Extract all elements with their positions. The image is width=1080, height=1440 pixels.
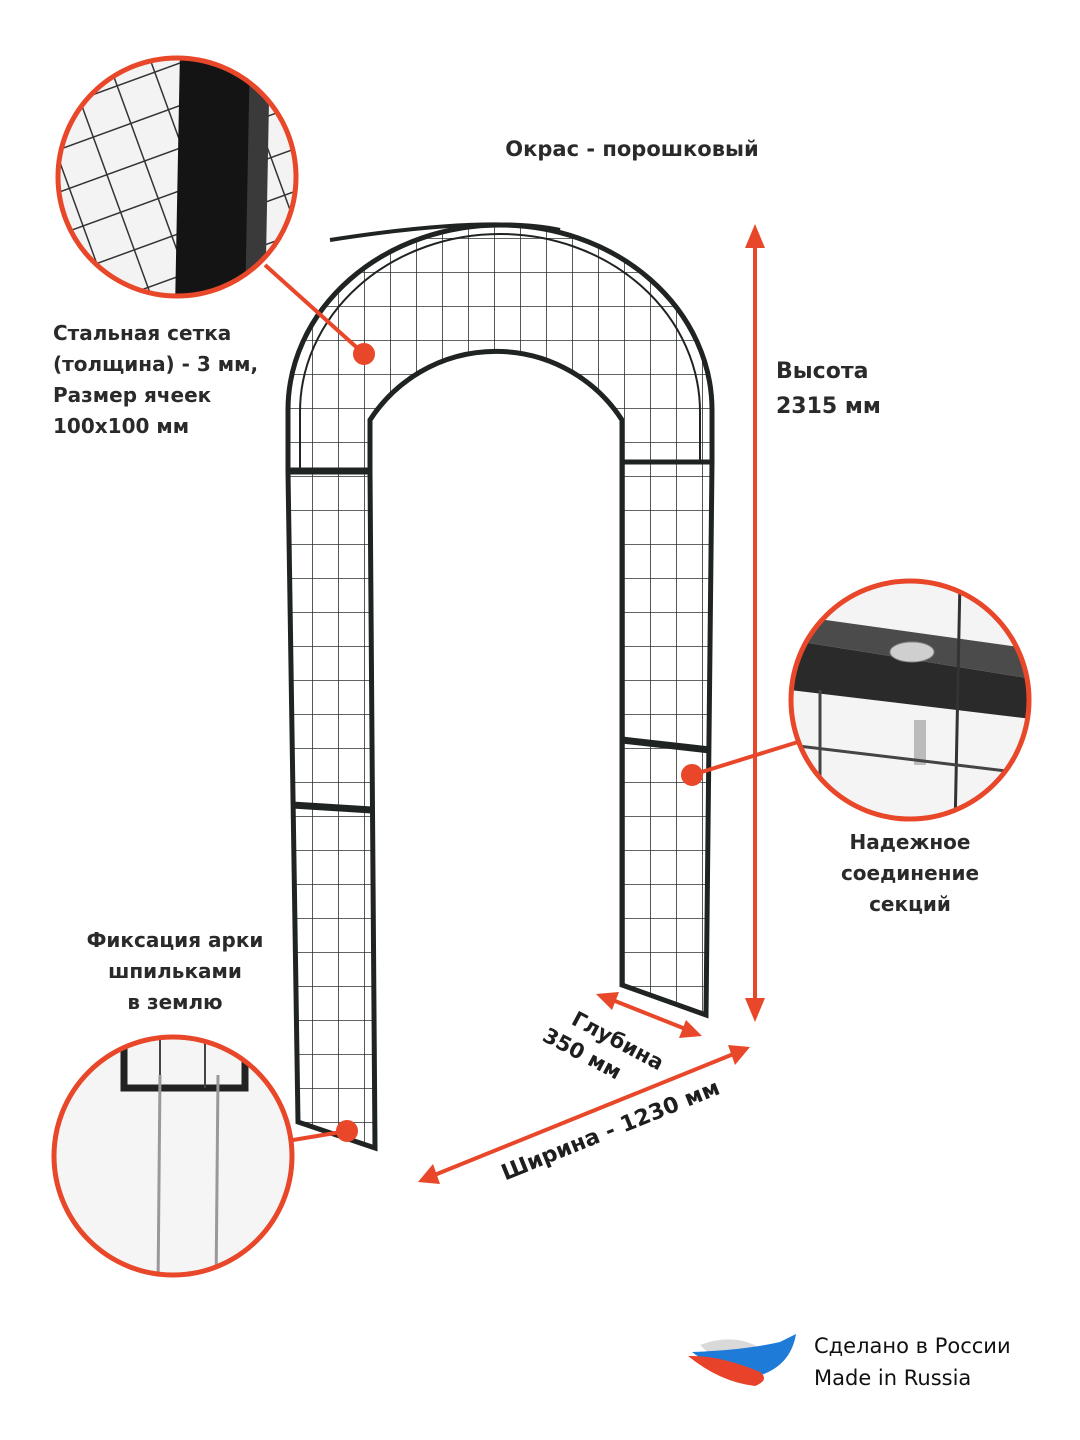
mesh-note-line: (толщина) - 3 мм, [53,352,259,376]
connection-note-line: секций [869,892,951,916]
mesh-note-line: 100х100 мм [53,414,190,438]
anchor-note-line: Фиксация арки [86,928,264,952]
made-in-russia: Сделано в России Made in Russia [814,1330,1011,1394]
mesh-detail-circle [55,55,299,299]
connection-callout-line [691,740,799,777]
anchor-detail-circle [51,1034,295,1278]
right-leg [619,459,715,1019]
paint-label: Окрас - порошковый [505,137,759,161]
mesh-note-line: Размер ячеек [53,383,212,407]
left-leg [285,469,378,1152]
connection-note: Надежное соединение секций [841,827,979,920]
mesh-note-line: Стальная сетка [53,321,232,345]
height-label: Высота [776,359,869,384]
anchor-note-line: шпильками [108,959,242,983]
anchor-note: Фиксация арки шпильками в землю [87,925,264,1018]
mesh-callout-dot [353,343,375,365]
russia-flag-wave-icon [688,1334,796,1386]
height-arrow [745,224,765,1022]
anchor-callout-dot [336,1120,358,1142]
connection-note-line: соединение [840,861,980,885]
mesh-note: Стальная сетка (толщина) - 3 мм, Размер … [53,318,258,442]
connection-note-line: Надежное [849,830,971,854]
brand-line-ru: Сделано в России [814,1334,1011,1358]
depth-arrow [596,992,702,1038]
connection-callout-dot [681,764,703,786]
height-note: Высота 2315 мм [776,354,881,424]
brand-line-en: Made in Russia [814,1366,972,1390]
height-value: 2315 мм [776,394,881,419]
width-arrow [418,1045,750,1184]
anchor-note-line: в землю [127,990,223,1014]
connection-detail-circle [788,578,1032,822]
arch-top [285,222,715,473]
mesh-callout-line [263,263,366,356]
